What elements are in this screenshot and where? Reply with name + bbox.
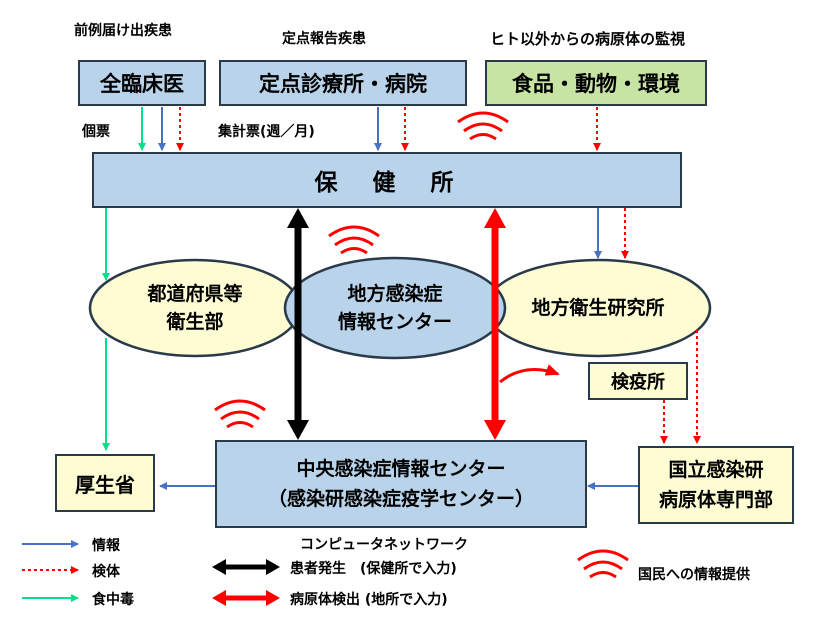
prefectural-health-label: 都道府県等 衛生部 bbox=[147, 283, 243, 333]
network-pathogen-head-down bbox=[484, 420, 506, 440]
sentinel-clinics-box: 定点診療所・病院 bbox=[219, 60, 467, 106]
broadcast-icon-top bbox=[457, 111, 509, 141]
mhlw-box: 厚生省 bbox=[55, 454, 155, 512]
individual-report-label: 個票 bbox=[82, 124, 110, 140]
broadcast-icon-left bbox=[214, 399, 266, 429]
legend-specimen-label: 検体 bbox=[92, 564, 120, 580]
arrow-pathogen-to-quarantine bbox=[499, 364, 560, 384]
local-idsc-label: 地方感染症 情報センター bbox=[337, 283, 452, 333]
header-sentinel: 定点報告疾患 bbox=[282, 31, 366, 47]
niid-dept-box: 国立感染研 病原体専門部 bbox=[638, 446, 794, 524]
network-pathogen-head-up bbox=[484, 208, 506, 228]
broadcast-icon-middle bbox=[328, 225, 380, 255]
network-patient-head-down bbox=[287, 420, 309, 440]
legend-pathogen-label: 病原体検出 (地所で入力) bbox=[290, 592, 448, 608]
central-idsc-box: 中央感染症情報センター （感染研感染症疫学センター） bbox=[215, 440, 587, 528]
header-notifiable: 前例届け出疾患 bbox=[74, 23, 172, 39]
header-non-human: ヒト以外からの病原体の監視 bbox=[490, 30, 686, 48]
legend-info-label: 情報 bbox=[92, 538, 120, 554]
local-idsc-ellipse bbox=[283, 256, 507, 360]
all-clinicians-box: 全臨床医 bbox=[78, 60, 206, 106]
network-patient-head-up bbox=[287, 208, 309, 228]
legend-food-label: 食中毒 bbox=[92, 592, 134, 608]
local-institute-label: 地方衛生研究所 bbox=[531, 297, 665, 319]
quarantine-box: 検疫所 bbox=[588, 362, 688, 400]
legend-public-info-label: 国民への情報提供 bbox=[638, 567, 750, 583]
legend-network-title: コンピュータネットワーク bbox=[300, 537, 468, 553]
legend-patient-label: 患者発生 (保健所で入力) bbox=[290, 561, 457, 577]
health-center-box: 保 健 所 bbox=[92, 152, 682, 208]
food-animal-env-box: 食品・動物・環境 bbox=[485, 60, 707, 106]
legend-broadcast-icon bbox=[577, 549, 629, 579]
aggregate-report-label: 集計票(週／月) bbox=[218, 124, 315, 140]
